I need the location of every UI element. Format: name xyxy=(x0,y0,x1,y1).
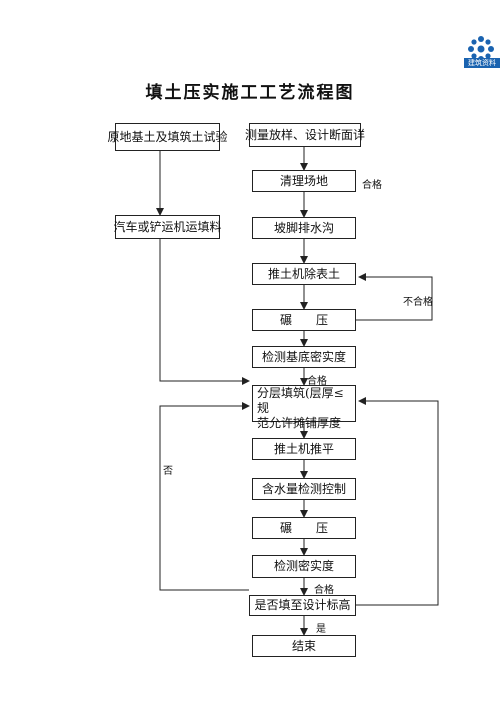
node-bulldoze-remove: 推土机除表土 xyxy=(252,263,356,285)
arrow-transport-layer xyxy=(159,237,250,385)
node-moisture-control: 含水量检测控制 xyxy=(252,478,356,500)
label-fail: 不合格 xyxy=(403,297,433,308)
node-layer-fill-line2: 范允许摊铺厚度 xyxy=(257,416,342,430)
node-check-density: 检测密实度 xyxy=(252,555,356,578)
loop-fail-recompact xyxy=(356,273,433,321)
node-check-base: 检测基底密实度 xyxy=(252,346,356,368)
label-yes: 是 xyxy=(316,624,326,635)
node-clear-site: 清理场地 xyxy=(252,170,356,192)
brand-logo xyxy=(468,36,494,62)
logo-text: 建筑资料 xyxy=(464,58,500,68)
node-end: 结束 xyxy=(252,635,356,657)
node-layer-fill-line1: 分层填筑(层厚≤规 xyxy=(257,386,344,415)
node-drain-ditch: 坡脚排水沟 xyxy=(252,217,356,239)
page-title: 填土压实施工工艺流程图 xyxy=(145,83,355,103)
node-compact-1: 碾 压 xyxy=(252,309,356,331)
node-layer-fill: 分层填筑(层厚≤规 范允许摊铺厚度 xyxy=(252,385,356,430)
label-pass-3: 合格 xyxy=(314,585,334,596)
loop-no-refill xyxy=(159,402,250,591)
node-bulldoze-level: 推土机推平 xyxy=(252,438,356,460)
node-soil-test: 原地基土及填筑土试验 xyxy=(108,123,228,151)
node-survey: 测量放样、设计断面详 xyxy=(245,123,365,147)
node-design-height: 是否填至设计标高 xyxy=(249,595,356,616)
loop-height-refill xyxy=(356,397,439,606)
node-compact-2: 碾 压 xyxy=(252,517,356,539)
label-pass-1: 合格 xyxy=(362,180,382,191)
node-transport-fill: 汽车或铲运机运填料 xyxy=(114,215,222,239)
label-pass-2: 合格 xyxy=(307,376,327,387)
label-no: 否 xyxy=(163,466,173,477)
